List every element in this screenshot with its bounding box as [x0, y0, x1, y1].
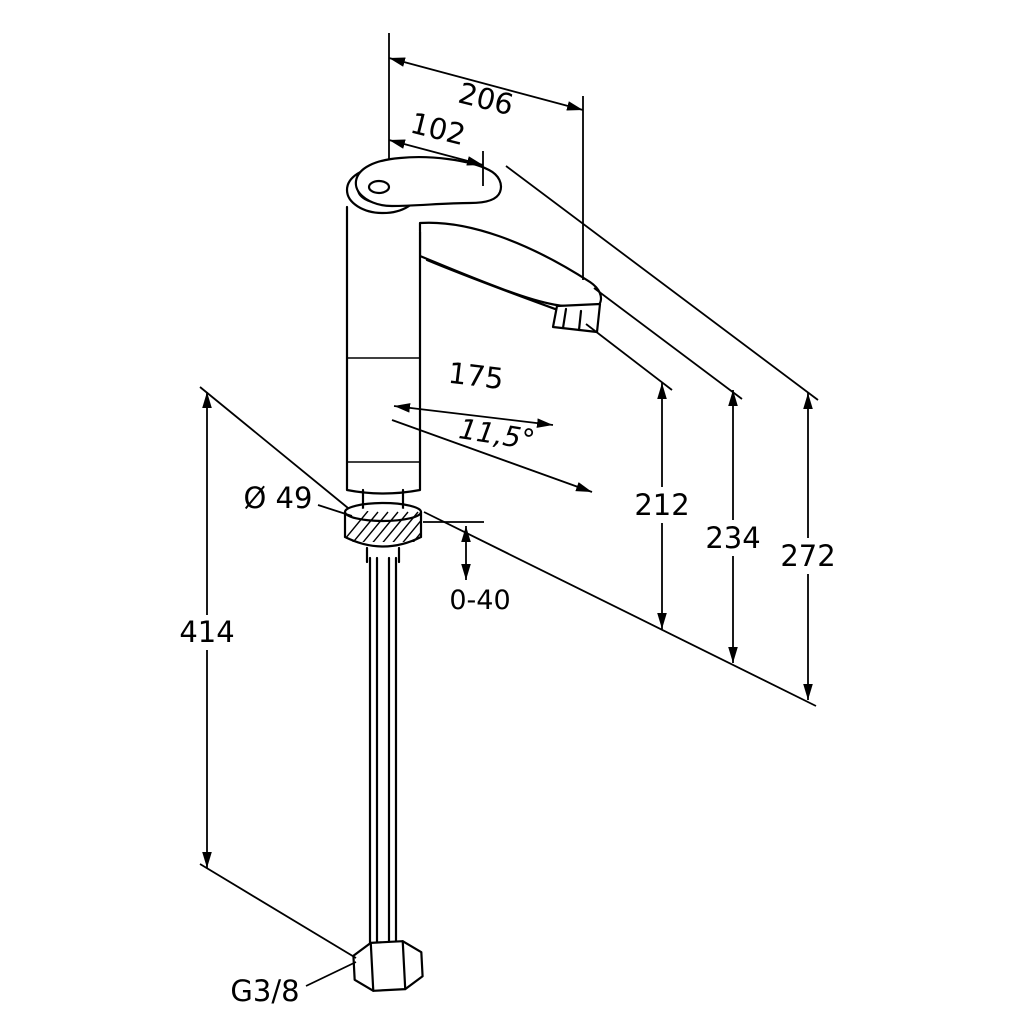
- ext-slant-mounting: [423, 511, 817, 707]
- leader-dia-49: [317, 504, 353, 517]
- dim-272-label: 272: [780, 539, 835, 573]
- dim-175-label: 175: [446, 356, 505, 396]
- spout-inner-line: [425, 258, 568, 315]
- nut-facets: [369, 940, 407, 992]
- dim-212-label: 212: [634, 488, 689, 522]
- faucet-body: [345, 205, 422, 495]
- dim-0-40-label: 0-40: [449, 585, 510, 616]
- shank-lower: [365, 546, 401, 564]
- washer-fill: [345, 507, 421, 547]
- washer-sides: [343, 510, 423, 548]
- dim-line-102: [388, 139, 484, 166]
- angle-leg-line: [391, 419, 593, 493]
- cap-dot: [367, 179, 391, 195]
- shank-upper: [361, 488, 405, 511]
- hose-left: [368, 556, 379, 948]
- g38-label: G3/8: [230, 974, 299, 1008]
- aerator: [551, 302, 602, 334]
- dimensions: 206 102 175 11,5° 212 234 272 414 0-: [179, 33, 836, 1008]
- ext-slant-aerator: [585, 323, 673, 391]
- leader-g38: [305, 961, 357, 987]
- dim-414-label: 414: [179, 615, 234, 649]
- ext-slant-414-bottom: [199, 863, 357, 959]
- hose-right: [387, 556, 398, 948]
- dim-102-label: 102: [407, 106, 469, 152]
- ext-slant-spout-tip: [593, 287, 743, 400]
- ext-slant-top: [505, 165, 819, 401]
- faucet-outline: [343, 156, 603, 992]
- dim-206-label: 206: [455, 76, 517, 122]
- angle-label: 11,5°: [457, 412, 538, 457]
- dia-49-label: Ø 49: [244, 481, 313, 515]
- dim-234-label: 234: [705, 521, 760, 555]
- dim-line-175: [393, 403, 554, 428]
- aerator-ribs: [561, 307, 583, 332]
- dim-line-206: [388, 57, 584, 111]
- faucet-spout: [418, 221, 603, 309]
- ext-slant-414-top: [199, 386, 349, 509]
- connection-nut: [352, 940, 424, 992]
